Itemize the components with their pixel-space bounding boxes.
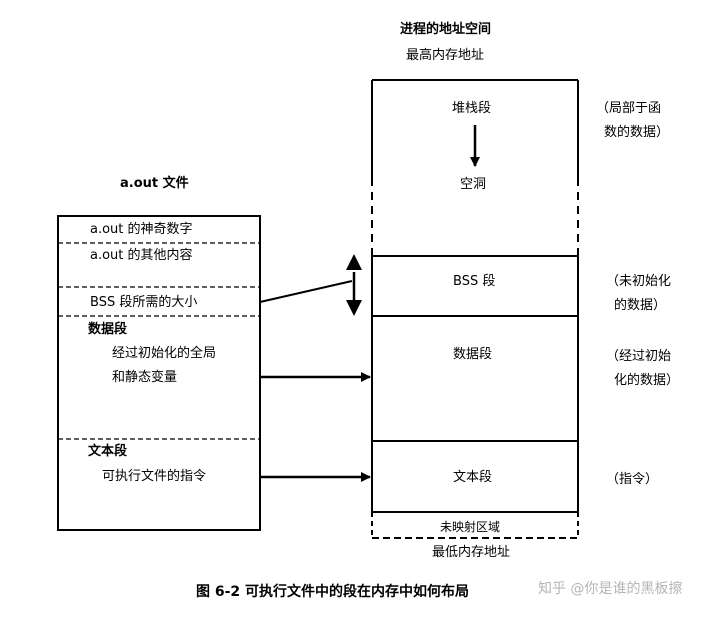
hole-label: 空洞	[460, 177, 487, 192]
bss-annotation-1: （未初始化	[606, 274, 672, 289]
data-annotation-2: 化的数据）	[614, 373, 680, 388]
data-segment-desc-2: 和静态变量	[112, 370, 178, 385]
bss-size-label: BSS 段所需的大小	[90, 295, 198, 310]
data-annotation-1: （经过初始	[606, 349, 672, 364]
stack-annotation-2: 数的数据）	[604, 125, 670, 140]
text-segment-title: 文本段	[88, 444, 128, 459]
bss-annotation-2: 的数据）	[614, 298, 667, 313]
aout-file-title: a.out 文件	[120, 176, 189, 191]
address-space-title: 进程的地址空间	[400, 22, 492, 37]
aout-file-box	[57, 215, 261, 531]
stack-segment-label: 堆栈段	[452, 101, 492, 116]
other-contents-label: a.out 的其他内容	[90, 248, 193, 263]
text-annotation: （指令）	[606, 472, 659, 487]
text-segment-desc: 可执行文件的指令	[102, 469, 207, 484]
lowest-address-label: 最低内存地址	[432, 545, 511, 560]
highest-address-label: 最高内存地址	[406, 48, 485, 63]
memory-lower-box	[371, 255, 579, 513]
bss-segment-label: BSS 段	[453, 274, 496, 289]
watermark: 知乎 @你是谁的黑板擦	[538, 581, 683, 597]
magic-number-label: a.out 的神奇数字	[90, 222, 193, 237]
data-segment-label: 数据段	[453, 347, 493, 362]
figure-caption: 图 6-2 可执行文件中的段在内存中如何布局	[196, 584, 470, 600]
bss-size-connector	[259, 280, 353, 303]
data-segment-desc-1: 经过初始化的全局	[112, 346, 217, 361]
unmapped-region-label: 未映射区域	[440, 520, 501, 534]
text-segment-label: 文本段	[453, 470, 493, 485]
stack-annotation-1: （局部于函	[596, 101, 662, 116]
data-segment-title: 数据段	[88, 322, 128, 337]
bss-arrow-up-head	[346, 254, 362, 270]
bss-arrow-down-head	[346, 300, 362, 316]
